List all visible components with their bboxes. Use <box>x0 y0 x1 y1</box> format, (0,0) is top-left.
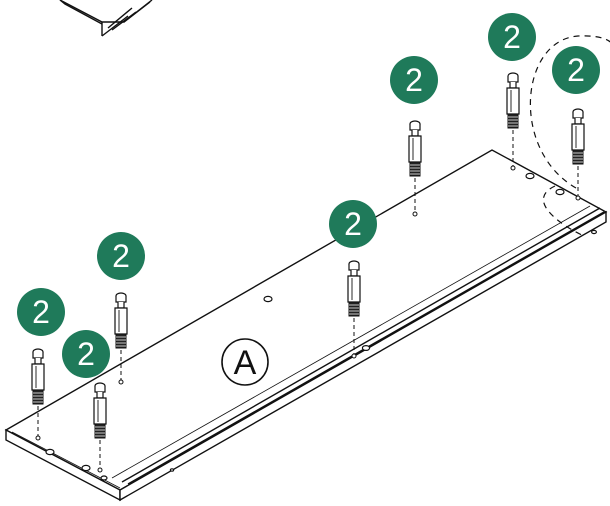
dowel-7 <box>571 108 585 196</box>
dowel-2 <box>114 292 128 380</box>
dowel-4 <box>347 260 361 354</box>
insertion-path-arc <box>529 35 610 189</box>
callout-number: 2 <box>32 294 50 330</box>
callout-number: 2 <box>567 52 585 88</box>
upper-component-corner <box>59 0 153 37</box>
part-callout-badge: 2 <box>488 13 536 61</box>
dowel-6 <box>506 72 520 166</box>
callout-number: 2 <box>405 62 423 98</box>
panel-label-a: A <box>221 338 269 386</box>
insertion-path-arc-lower <box>542 185 585 237</box>
part-callout-badge: 2 <box>97 232 145 280</box>
part-callout-badge: 2 <box>390 56 438 104</box>
part-callout-badge: 2 <box>329 200 377 248</box>
dowel-1 <box>31 348 45 436</box>
part-callout-badge: 2 <box>552 46 600 94</box>
part-callout-badge: 2 <box>17 288 65 336</box>
part-callout-badge: 2 <box>62 330 110 378</box>
dowel-3 <box>93 382 107 468</box>
callout-number: 2 <box>77 336 95 372</box>
panel-label-text: A <box>234 344 257 382</box>
callout-number: 2 <box>344 206 362 242</box>
dowel-5 <box>408 120 422 212</box>
callout-number: 2 <box>503 19 521 55</box>
panel-a <box>4 149 608 502</box>
panel-holes <box>45 172 597 481</box>
dowel-hole-markers <box>35 165 581 473</box>
callout-number: 2 <box>112 238 130 274</box>
